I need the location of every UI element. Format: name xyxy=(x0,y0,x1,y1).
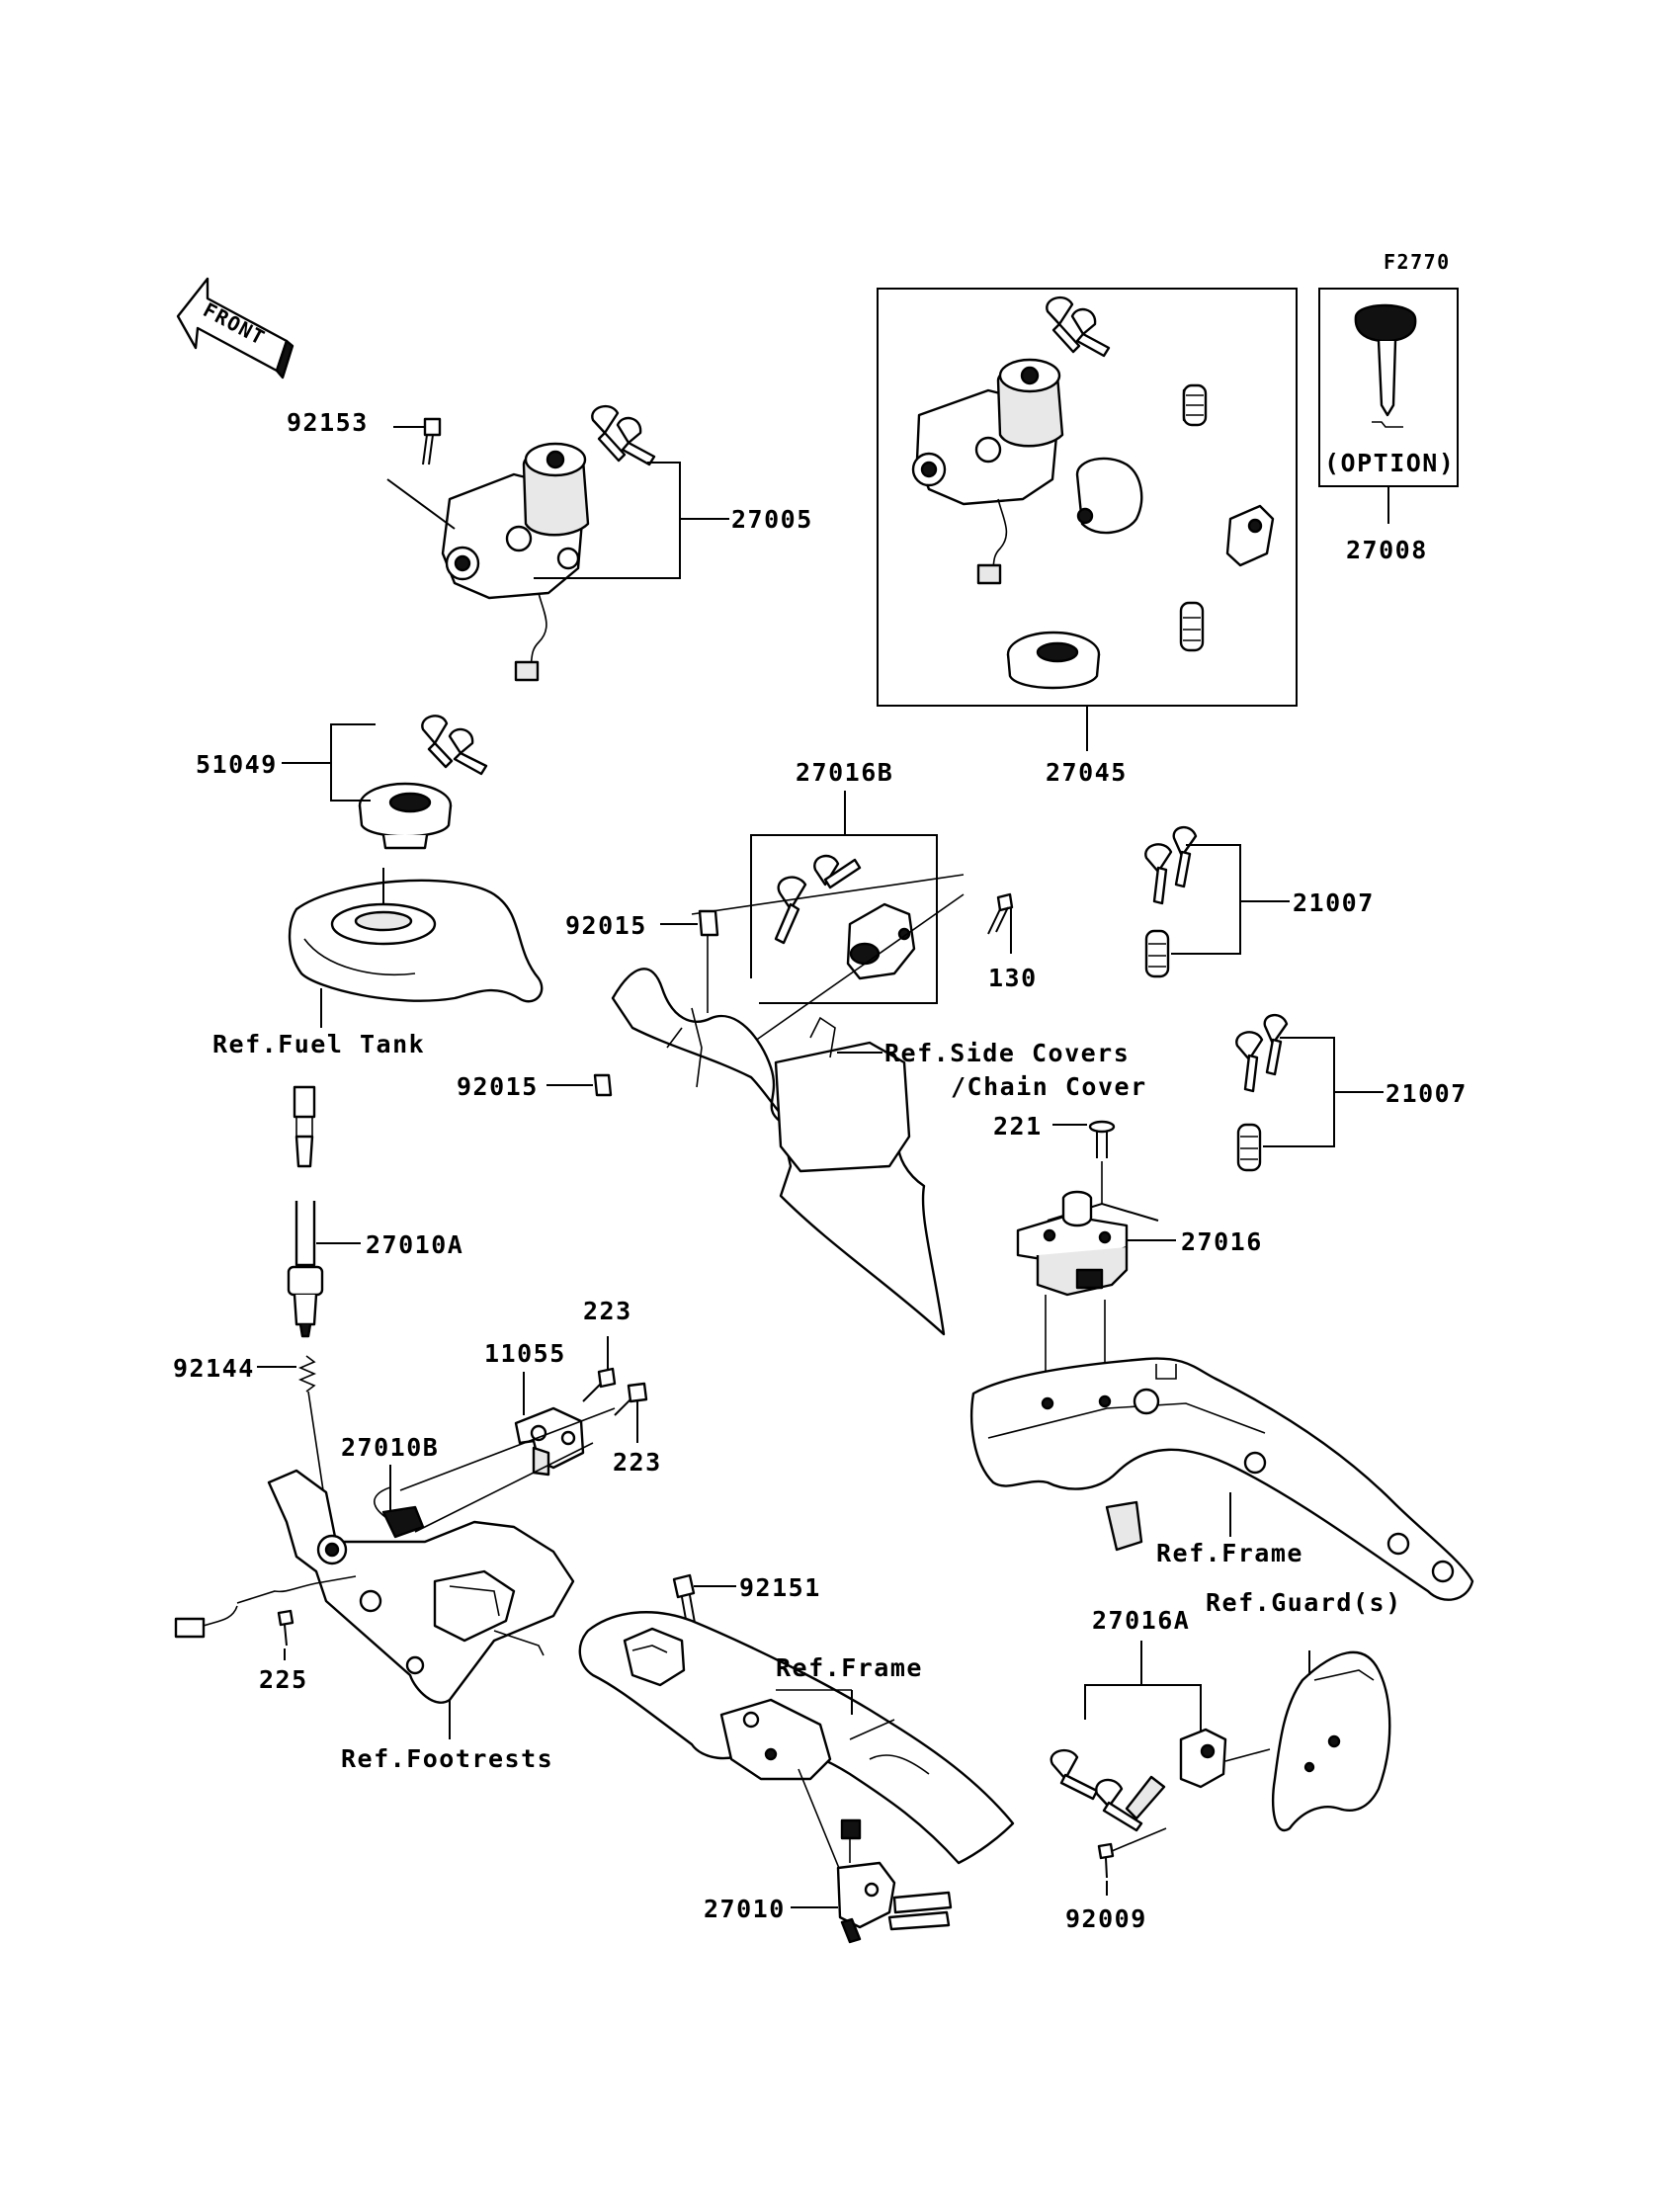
part-27008[interactable]: 27008 xyxy=(1346,536,1428,564)
front-arrow-icon: FRONT xyxy=(176,277,294,380)
figure-code: F2770 xyxy=(1384,250,1451,274)
option-key-icon xyxy=(1354,303,1417,428)
part-92151[interactable]: 92151 xyxy=(739,1573,821,1602)
part-92015-top[interactable]: 92015 xyxy=(565,911,647,940)
ref-footrests: Ref.Footrests xyxy=(341,1744,553,1773)
ref-frame-center: Ref.Frame xyxy=(776,1653,923,1682)
switch-27010-drawing xyxy=(836,1818,953,1944)
part-223-bottom[interactable]: 223 xyxy=(613,1448,662,1477)
frame-rear-drawing xyxy=(970,1357,1474,1601)
part-92144[interactable]: 92144 xyxy=(173,1354,255,1383)
switch-27010A-drawing xyxy=(287,1085,324,1338)
lock-27016A-drawing xyxy=(1050,1728,1227,1832)
key-set-21007-bottom-drawing xyxy=(1235,1014,1289,1172)
part-221[interactable]: 221 xyxy=(993,1112,1043,1141)
part-27010B[interactable]: 27010B xyxy=(341,1433,439,1462)
bolt-223-top-drawing xyxy=(582,1367,617,1402)
screw-92009-drawing xyxy=(1097,1842,1115,1879)
key-set-21007-top-drawing xyxy=(1144,826,1198,978)
fuel-tank-drawing xyxy=(288,879,544,1003)
fuel-cap-drawing xyxy=(358,715,488,850)
part-51049[interactable]: 51049 xyxy=(196,750,278,779)
ref-side-covers: Ref.Side Covers xyxy=(884,1039,1130,1067)
bolt-223-bottom-drawing xyxy=(614,1382,648,1416)
seat-lock-keys-drawing xyxy=(774,854,916,980)
part-223-top[interactable]: 223 xyxy=(583,1297,632,1325)
footrest-bracket-drawing xyxy=(174,1469,575,1704)
frame-center-drawing xyxy=(578,1611,1015,1865)
key-set-drawing xyxy=(911,296,1275,690)
ref-guards: Ref.Guard(s) xyxy=(1206,1588,1402,1617)
part-27016A[interactable]: 27016A xyxy=(1092,1606,1190,1635)
part-27045[interactable]: 27045 xyxy=(1046,758,1128,787)
part-21007-bottom[interactable]: 21007 xyxy=(1386,1079,1468,1108)
part-11055[interactable]: 11055 xyxy=(484,1339,566,1368)
part-21007-top[interactable]: 21007 xyxy=(1293,888,1375,917)
clip-92015-top xyxy=(698,909,719,937)
clip-92015-bottom xyxy=(593,1073,613,1097)
option-label: (OPTION) xyxy=(1324,449,1455,477)
screw-221-drawing xyxy=(1088,1120,1116,1158)
part-27010A[interactable]: 27010A xyxy=(366,1230,463,1259)
screw-225-drawing xyxy=(277,1609,294,1647)
part-27016B[interactable]: 27016B xyxy=(796,758,893,787)
screw-130-drawing xyxy=(987,892,1014,935)
part-225[interactable]: 225 xyxy=(259,1665,308,1694)
ref-fuel-tank: Ref.Fuel Tank xyxy=(212,1030,425,1058)
ref-chain-cover: /Chain Cover xyxy=(951,1072,1147,1101)
part-92153[interactable]: 92153 xyxy=(287,408,369,437)
side-cover-drawing xyxy=(611,968,946,1336)
ref-frame-right: Ref.Frame xyxy=(1156,1539,1303,1567)
guard-drawing xyxy=(1271,1650,1391,1832)
part-27005[interactable]: 27005 xyxy=(731,505,813,534)
seat-lock-27016-drawing xyxy=(1016,1190,1129,1297)
part-92009[interactable]: 92009 xyxy=(1065,1904,1147,1933)
ignition-switch-drawing xyxy=(441,404,656,682)
part-92015-bottom[interactable]: 92015 xyxy=(457,1072,539,1101)
part-130[interactable]: 130 xyxy=(988,964,1038,992)
spring-92144-drawing xyxy=(297,1355,317,1393)
part-27010[interactable]: 27010 xyxy=(704,1895,786,1923)
part-27016[interactable]: 27016 xyxy=(1181,1227,1263,1256)
